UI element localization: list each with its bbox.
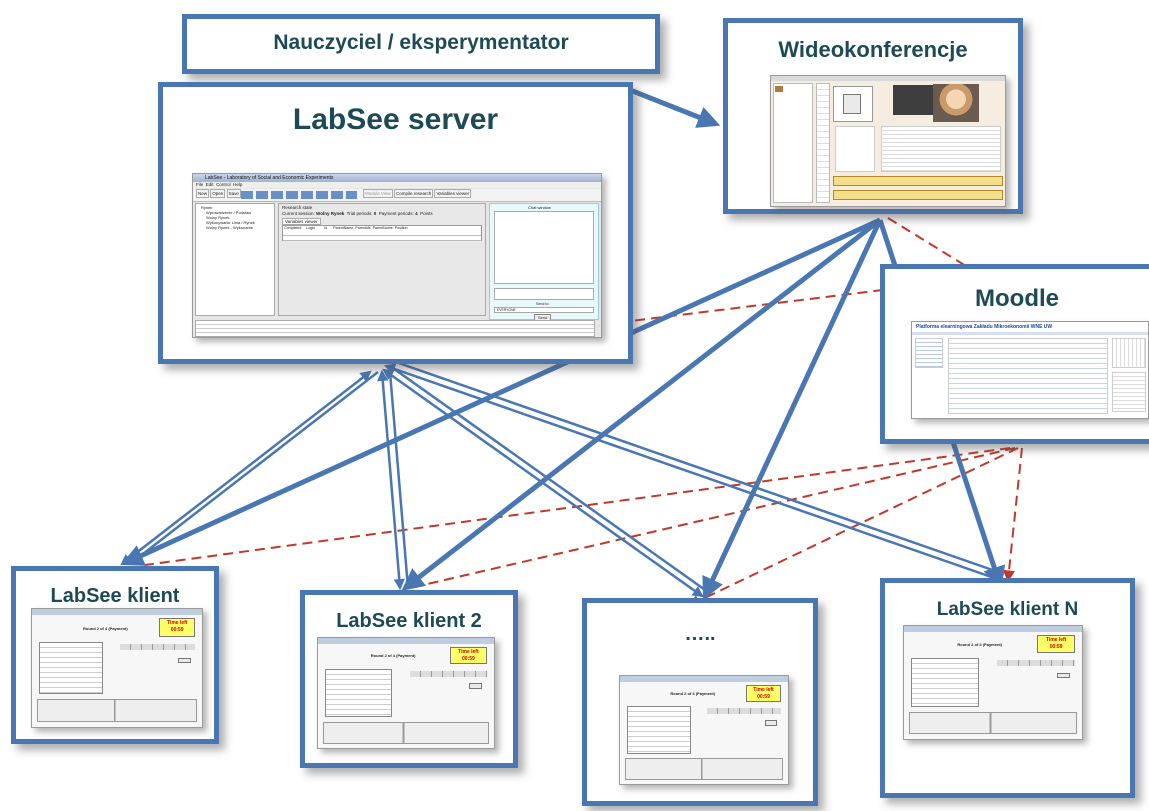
server-app-screenshot: LabSee - Laboratory of Social and Econom… (192, 173, 602, 338)
chat-input[interactable] (494, 288, 594, 300)
trial-periods-value: 0 (373, 211, 377, 216)
payment-periods-value: 4 (415, 211, 418, 216)
menu-control[interactable]: Control (216, 182, 231, 187)
log-output (195, 320, 595, 337)
chat-panel: Chat window Send to: EVERYONE Send (489, 203, 599, 321)
table-header: Id (324, 226, 328, 230)
client-2-screenshot: Time left 00:59 Round 2 of 4 (Payment) (317, 637, 495, 749)
tree-item[interactable]: Wolny Rynek - Wykonanie (206, 225, 253, 230)
table-header: Completed (284, 226, 302, 230)
menu-file[interactable]: File (196, 182, 204, 187)
table-header: ParentName (372, 226, 393, 230)
variables-tab[interactable]: Variables viewer (282, 218, 321, 225)
submit-button[interactable] (469, 683, 483, 689)
tree-item[interactable]: Wolny Rynek (206, 215, 230, 220)
offer-table (325, 668, 392, 718)
history-panel (625, 758, 783, 780)
history-panel (323, 721, 489, 744)
trial-periods-label: Trial periods: (346, 211, 373, 216)
time-left-label: Time left (458, 648, 479, 655)
send-to-value: EVERYONE (497, 308, 516, 312)
toolbar-new[interactable]: New (196, 189, 210, 198)
client-n-screenshot: Time left 00:59 Round 2 of 4 (Payment) (903, 625, 1083, 740)
toolbar-open[interactable]: Open (210, 189, 226, 198)
client-more-label: ….. (684, 623, 716, 645)
videoconference-box: Wideokonferencje (723, 18, 1023, 214)
time-left-label: Time left (166, 620, 188, 627)
chat-log (494, 211, 594, 284)
moodle-heading: Platforma elearningowa Zakładu Mikroekon… (916, 324, 1053, 330)
client-n-label: LabSee klient N (936, 599, 1079, 620)
round-text: Round 2 of 4 (Payment) (370, 653, 416, 659)
round-text: Round 2 of 4 (Payment) (957, 641, 1003, 647)
send-to-label: Send to: (536, 302, 550, 306)
toolbar-variables[interactable]: Variables viewer (434, 189, 472, 198)
time-left-value: 00:59 (461, 655, 475, 662)
variables-table: Completed Login Id ParentName Parentlds … (282, 225, 482, 241)
time-left-box: Time left 00:59 (159, 618, 196, 637)
table-header: Login (306, 226, 316, 230)
videoconference-screenshot (770, 75, 1006, 207)
time-left-box: Time left 00:59 (745, 684, 782, 702)
moodle-label: Moodle (975, 285, 1059, 312)
client-label: LabSee klient (50, 585, 180, 607)
time-left-label: Time left (1045, 637, 1067, 644)
labsee-client-2-box: LabSee klient 2 Time left 00:59 Round 2 … (300, 590, 518, 768)
tree-item[interactable]: Wprowadzenie / Podstaw (206, 210, 252, 215)
toolbar-compile[interactable]: Compile research (393, 189, 434, 198)
table-header: Position (394, 226, 408, 230)
research-tree[interactable]: Rynek Wprowadzenie / Podstaw Wolny Rynek… (195, 203, 275, 316)
table-header: Parentlds (355, 226, 371, 230)
points-label: Points (420, 211, 433, 216)
round-text: Round 2 of 4 (Payment) (670, 691, 716, 697)
videoconference-label: Wideokonferencje (778, 37, 968, 62)
time-left-value: 00:59 (1049, 644, 1063, 651)
labsee-client-n-box: LabSee klient N Time left 00:59 Round 2 … (880, 578, 1135, 798)
current-session-value: Wolny Rynek (316, 211, 345, 216)
teacher-box: Nauczyciel / eksperymentator (182, 14, 660, 74)
labsee-server-box: LabSee server LabSee - Laboratory of Soc… (158, 82, 633, 364)
offer-table (38, 642, 104, 694)
current-session-label: Current session: (282, 211, 315, 216)
chat-heading: Chat window (528, 205, 551, 210)
offer-table (626, 706, 691, 754)
tree-item[interactable]: Wykonywanie Linia / Rynek (206, 220, 255, 225)
tree-item[interactable]: Rynek (201, 205, 213, 210)
time-left-label: Time left (753, 686, 774, 693)
labsee-client-more-box: ….. Time left 00:59 Round 2 of 4 (Paymen… (582, 598, 818, 806)
participant-video (933, 84, 979, 122)
round-text: Round 2 of 4 (Payment) (83, 625, 128, 631)
submit-button[interactable] (764, 720, 777, 726)
toolbar-save[interactable]: Save (226, 189, 241, 198)
time-left-box: Time left 00:59 (449, 646, 487, 665)
server-label: LabSee server (292, 103, 499, 136)
client-more-screenshot: Time left 00:59 Round 2 of 4 (Payment) (619, 675, 789, 785)
client-2-label: LabSee klient 2 (336, 610, 482, 632)
history-panel (37, 698, 197, 723)
history-panel (909, 711, 1077, 735)
time-left-value: 00:59 (170, 627, 184, 634)
teacher-label: Nauczyciel / eksperymentator (273, 31, 569, 54)
submit-button[interactable] (178, 657, 191, 664)
moodle-screenshot: Platforma elearningowa Zakładu Mikroekon… (911, 321, 1149, 419)
labsee-client-box: LabSee klient Time left 00:59 Round 2 of… (11, 566, 219, 744)
research-state-heading: Research state (282, 205, 313, 210)
toolbar-module-view[interactable]: Module View (363, 189, 393, 198)
submit-button[interactable] (1057, 672, 1071, 679)
offer-table (911, 657, 979, 708)
research-state-panel: Research state Current session: Wolny Ry… (278, 203, 486, 316)
time-left-box: Time left 00:59 (1037, 635, 1075, 653)
moodle-box: Moodle Platforma elearningowa Zakładu Mi… (880, 264, 1149, 444)
toolbar-icons (241, 191, 357, 199)
client-screenshot: Time left 00:59 Round 2 of 4 (Payment) (31, 608, 203, 728)
server-app-title: LabSee - Laboratory of Social and Econom… (205, 175, 334, 181)
table-header: ParentName (333, 226, 354, 230)
menu-help[interactable]: Help (233, 182, 243, 187)
send-to-select[interactable]: EVERYONE (494, 307, 594, 313)
payment-periods-label: Payment periods: (378, 211, 414, 216)
solid-links (120, 87, 1006, 601)
menu-edit[interactable]: Edit (205, 182, 214, 187)
time-left-value: 00:59 (757, 693, 770, 700)
